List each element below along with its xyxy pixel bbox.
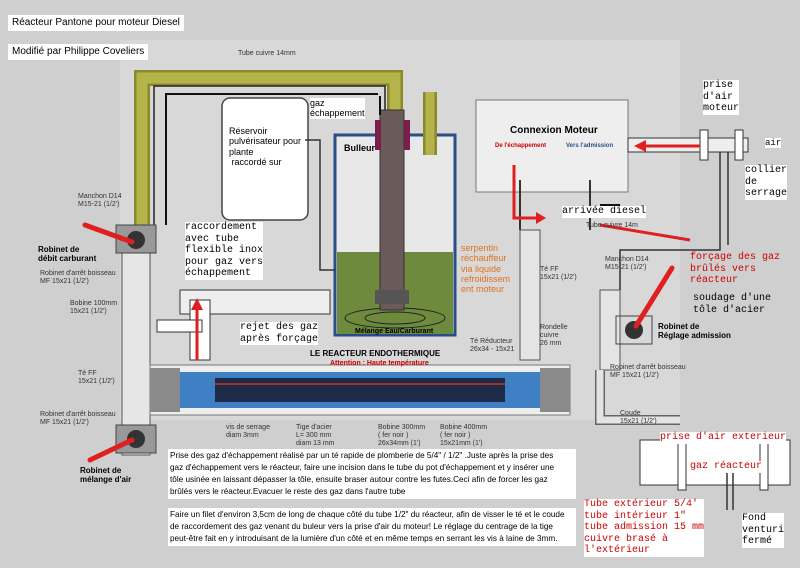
engine-connection-box <box>475 99 629 193</box>
vers-admission-label: Vers l'admission <box>566 143 614 149</box>
bobine-300-label: Bobine 300mm ( fer noir ) 26x34mm (1') <box>378 424 426 448</box>
robinet-boisseau-2-label: Robinet d'arrêt boisseau MF 15x21 (1/2') <box>40 411 116 427</box>
gaz-reacteur-label: gaz réacteur <box>690 461 763 473</box>
author-label: Modifié par Philippe Coveliers <box>8 44 149 60</box>
manchon-left-label: Manchon D14 M15-21 (1/2') <box>78 193 122 209</box>
fond-venturi-label: Fond venturi fermé <box>742 513 785 548</box>
tube-cuivre-14b-label: Tube cuivre 14m <box>586 222 638 229</box>
tube-cuivre-label: Tube cuivre 14mm <box>238 50 296 57</box>
robinet-boisseau-3-label: Robinet d'arrêt boisseau MF 15x21 (1/2') <box>610 364 686 380</box>
bulleur-label: Bulleur <box>344 143 376 153</box>
prise-air-moteur-label: prise d'air moteur <box>703 80 740 115</box>
te-reducteur-label: Té Réducteur 26x34 - 15x21 <box>470 338 515 354</box>
paragraph-2: Faire un filet d'environ 3,5cm de long d… <box>168 508 576 546</box>
robinet-debit-label: Robinet de débit carburant <box>38 245 97 264</box>
connexion-moteur-label: Connexion Moteur <box>510 125 598 136</box>
manchon-right-label: Manchon D14 M15-21 (1/2') <box>605 256 649 272</box>
bobine-400-label: Bobine 400mm ( fer noir ) 15x21mm (1') <box>440 424 488 448</box>
de-echappement-label: De l'échappement <box>495 143 547 149</box>
gaz-echappement-label: gaz échappement <box>310 98 365 119</box>
prise-air-exterieur-label: prise d'air exterieur <box>660 432 787 444</box>
rondelle-label: Rondelle cuivre 26 mm <box>540 324 568 348</box>
paragraph-1: Prise des gaz d'échappement réalisé par … <box>168 449 576 499</box>
page-title: Réacteur Pantone pour moteur Diesel <box>8 15 184 31</box>
robinet-boisseau-1-label: Robinet d'arrêt boisseau MF 15x21 (1/2') <box>40 270 116 286</box>
melange-label: Mélange Eau/Carburant <box>355 328 434 335</box>
te-ff-left-label: Té FF 15x21 (1/2') <box>78 370 115 386</box>
arrivee-diesel-label: arrivée diesel <box>562 206 647 218</box>
rejet-label: rejet des gaz après forçage <box>240 322 319 345</box>
robinet-reglage-label: Robinet de Réglage admission <box>658 322 731 341</box>
soudage-label: soudage d'une tôle d'acier <box>693 293 772 316</box>
raccordement-label: raccordement avec tube flexible inox pou… <box>185 222 264 280</box>
tubes-description: Tube extérieur 5/4' tube intérieur 1" tu… <box>584 499 705 557</box>
forcage-label: forçage des gaz brûlés vers réacteur <box>690 252 781 286</box>
vis-serrage-label: vis de serrage diam 3mm <box>226 424 270 440</box>
air-label: air <box>765 138 782 149</box>
attention-label: Attention : Haute température <box>330 360 429 367</box>
collier-serrage-label: collier de serrage <box>745 165 788 200</box>
te-ff-right-label: Té FF 15x21 (1/2') <box>540 266 577 282</box>
tige-acier-label: Tige d'acier L= 300 mm diam 13 mm <box>296 424 335 448</box>
serpentin-label: serpentin réchauffeur via liquide refroi… <box>461 243 511 295</box>
reservoir-label: Réservoir pulvérisateur pour plante racc… <box>229 126 302 168</box>
bobine-100-label: Bobine 100mm 15x21 (1/2') <box>70 300 118 316</box>
reservoir-bottle <box>221 97 309 221</box>
coude-label: Coude 15x21 (1/2') <box>620 410 657 426</box>
reacteur-endo-label: LE REACTEUR ENDOTHERMIQUE <box>310 349 441 358</box>
robinet-melange-label: Robinet de mélange d'air <box>80 466 132 485</box>
